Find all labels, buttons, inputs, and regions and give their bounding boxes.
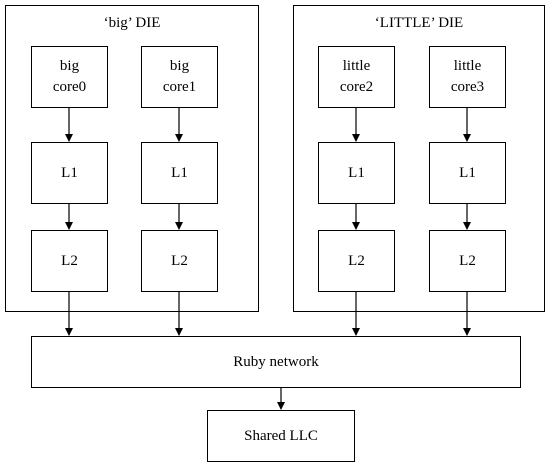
l1-cache-core2: L1	[318, 142, 395, 204]
l2-cache-core3: L2	[429, 230, 506, 292]
core-type-label: big	[59, 58, 80, 74]
l2-cache-core1: L2	[141, 230, 218, 292]
core-id-label: core3	[450, 79, 485, 95]
shared-llc-block: Shared LLC	[207, 410, 355, 462]
big-core0-block: big core0	[31, 46, 108, 108]
core-type-label: little	[342, 58, 371, 74]
core-id-label: core0	[52, 79, 87, 95]
l1-cache-core3: L1	[429, 142, 506, 204]
core-type-label: little	[453, 58, 482, 74]
core-id-label: core2	[339, 79, 374, 95]
core-type-label: big	[169, 58, 190, 74]
l1-cache-core0: L1	[31, 142, 108, 204]
core-id-label: core1	[162, 79, 197, 95]
l2-cache-core0: L2	[31, 230, 108, 292]
l2-cache-core2: L2	[318, 230, 395, 292]
little-core3-block: little core3	[429, 46, 506, 108]
ruby-network-block: Ruby network	[31, 336, 521, 388]
little-die-title: ‘LITTLE’ DIE	[374, 15, 464, 31]
little-core2-block: little core2	[318, 46, 395, 108]
big-core1-block: big core1	[141, 46, 218, 108]
l1-cache-core1: L1	[141, 142, 218, 204]
big-die-title: ‘big’ DIE	[103, 15, 161, 31]
